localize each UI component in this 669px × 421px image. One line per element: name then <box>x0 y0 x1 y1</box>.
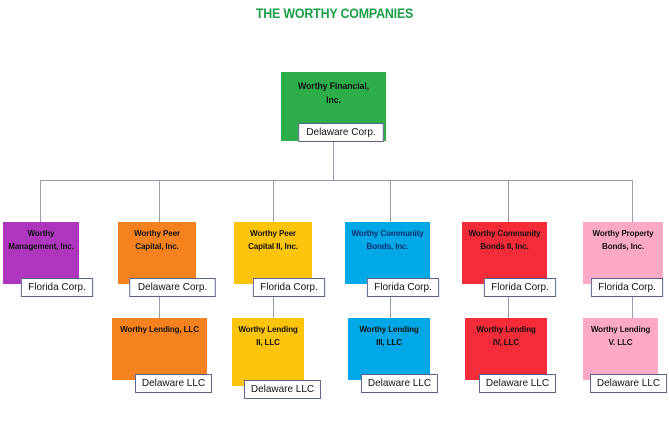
node-title-line1: Worthy Community <box>351 228 424 238</box>
page-title: THE WORTHY COMPANIES <box>255 6 414 21</box>
jurisdiction-label-worthy-lending-v: Delaware LLC <box>590 374 667 393</box>
node-title-line2: Bonds II, Inc. <box>480 241 529 251</box>
jurisdiction-label-worthy-peer-capital: Delaware Corp. <box>129 278 216 297</box>
jurisdiction-label-worthy-lending-ii: Delaware LLC <box>244 380 321 399</box>
node-title-line2: Bonds, Inc. <box>601 241 644 251</box>
node-box-worthy-management[interactable]: Worthy Management, Inc. <box>3 222 79 284</box>
node-worthy-lending-ii[interactable]: Worthy Lending II, LLC Delaware LLC <box>232 318 357 406</box>
jurisdiction-label-worthy-property-bonds: Florida Corp. <box>590 278 664 297</box>
node-title-line1: Worthy Peer <box>134 228 180 238</box>
node-worthy-financial[interactable]: Worthy Financial, Inc. Delaware Corp. <box>281 72 386 158</box>
node-worthy-property-bonds[interactable]: Worthy Property Bonds, Inc. Florida Corp… <box>583 222 669 302</box>
jurisdiction-label-worthy-financial: Delaware Corp. <box>298 123 384 142</box>
node-worthy-peer-capital-ii[interactable]: Worthy Peer Capital II, Inc. Florida Cor… <box>234 222 346 302</box>
node-box-worthy-community-bonds-ii[interactable]: Worthy Community Bonds II, Inc. <box>462 222 547 284</box>
node-title-line1: Worthy <box>27 228 55 238</box>
jurisdiction-label-worthy-lending-iii: Delaware LLC <box>361 374 438 393</box>
node-title-line2: V. LLC <box>608 337 633 347</box>
node-box-worthy-peer-capital[interactable]: Worthy Peer Capital, Inc. <box>118 222 196 284</box>
jurisdiction-label-worthy-lending: Delaware LLC <box>135 374 212 393</box>
node-worthy-community-bonds[interactable]: Worthy Community Bonds, Inc. Florida Cor… <box>345 222 457 302</box>
node-box-worthy-lending-iv[interactable]: Worthy Lending IV, LLC <box>465 318 547 380</box>
node-box-worthy-property-bonds[interactable]: Worthy Property Bonds, Inc. <box>583 222 663 284</box>
jurisdiction-label-worthy-community-bonds: Florida Corp. <box>366 278 440 297</box>
node-title-line1: Worthy Property <box>592 228 654 238</box>
jurisdiction-label-worthy-lending-iv: Delaware LLC <box>479 374 556 393</box>
node-title-line2: II, LLC <box>256 337 280 347</box>
jurisdiction-label-worthy-peer-capital-ii: Florida Corp. <box>252 278 326 297</box>
node-title-line1: Worthy Financial, <box>298 80 369 91</box>
node-worthy-community-bonds-ii[interactable]: Worthy Community Bonds II, Inc. Florida … <box>462 222 574 302</box>
node-box-worthy-community-bonds[interactable]: Worthy Community Bonds, Inc. <box>345 222 430 284</box>
node-title-line1: Worthy Peer <box>250 228 296 238</box>
node-title-line2: Bonds, Inc. <box>366 241 409 251</box>
node-title-line1: Worthy Lending <box>359 324 419 334</box>
node-title-line2: III, LLC <box>376 337 402 347</box>
node-title-line2: Capital II, Inc. <box>248 241 298 251</box>
node-worthy-lending-v[interactable]: Worthy Lending V. LLC Delaware LLC <box>583 318 669 400</box>
node-title-line2: Management, Inc. <box>8 241 74 251</box>
node-title-line1: Worthy Lending <box>238 324 298 334</box>
node-box-worthy-lending-ii[interactable]: Worthy Lending II, LLC <box>232 318 304 386</box>
node-worthy-lending-iv[interactable]: Worthy Lending IV, LLC Delaware LLC <box>465 318 590 400</box>
node-box-worthy-peer-capital-ii[interactable]: Worthy Peer Capital II, Inc. <box>234 222 312 284</box>
jurisdiction-label-worthy-community-bonds-ii: Florida Corp. <box>483 278 557 297</box>
node-title-line1: Worthy Community <box>468 228 541 238</box>
node-box-worthy-lending[interactable]: Worthy Lending, LLC <box>112 318 207 380</box>
node-worthy-peer-capital[interactable]: Worthy Peer Capital, Inc. Delaware Corp. <box>118 222 233 302</box>
node-title-line2: IV, LLC <box>492 337 520 347</box>
node-box-worthy-lending-v[interactable]: Worthy Lending V. LLC <box>583 318 658 380</box>
node-worthy-management[interactable]: Worthy Management, Inc. Florida Corp. <box>3 222 111 302</box>
node-title-line1: Worthy Lending <box>476 324 536 334</box>
node-worthy-lending-iii[interactable]: Worthy Lending III, LLC Delaware LLC <box>348 318 473 400</box>
node-worthy-lending[interactable]: Worthy Lending, LLC Delaware LLC <box>112 318 242 400</box>
node-title-line1: Worthy Lending, LLC <box>120 324 199 334</box>
node-title-line2: Inc. <box>326 94 341 105</box>
node-title-line1: Worthy Lending <box>590 324 651 334</box>
jurisdiction-label-worthy-management: Florida Corp. <box>20 278 94 297</box>
node-title-line2: Capital, Inc. <box>135 241 179 251</box>
node-box-worthy-lending-iii[interactable]: Worthy Lending III, LLC <box>348 318 430 380</box>
